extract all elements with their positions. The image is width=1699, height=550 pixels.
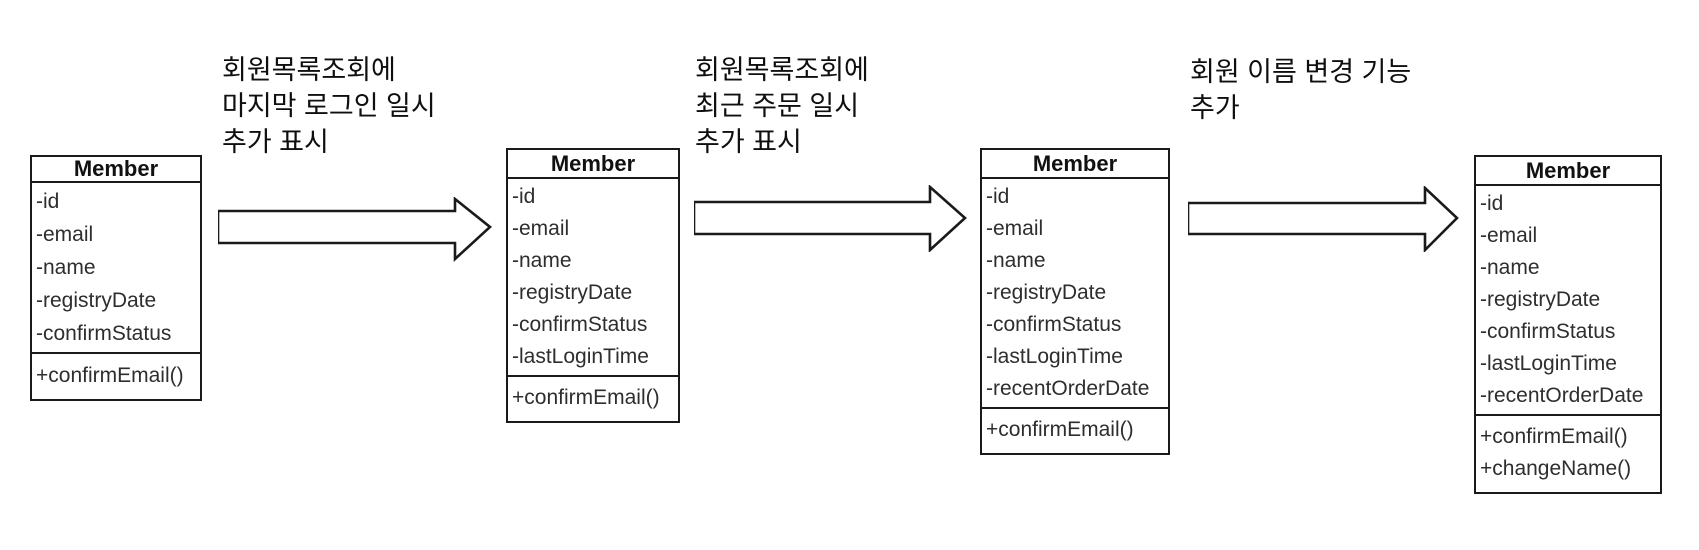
method-row: +confirmEmail() [1480, 425, 1628, 448]
attribute-row: -registryDate [986, 281, 1107, 304]
methods-section: +confirmEmail() [982, 409, 1168, 453]
attribute-row: -confirmStatus [1480, 320, 1616, 343]
attribute-row: -id [512, 185, 536, 208]
annotation-line: 회원 이름 변경 기능 [1190, 57, 1412, 87]
annotation-line: 회원목록조회에 [695, 55, 869, 85]
method-row: +confirmEmail() [36, 364, 184, 387]
attributes-section: -id -email -name -registryDate -confirmS… [982, 179, 1168, 409]
attribute-row: -name [512, 249, 572, 272]
attribute-row: -confirmStatus [36, 322, 172, 345]
attributes-section: -id -email -name -registryDate -confirmS… [32, 183, 200, 354]
attribute-row: -email [986, 217, 1044, 240]
arrow-right-icon [218, 197, 493, 262]
class-box-member-4: Member -id -email -name -registryDate -c… [1474, 155, 1662, 494]
annotation-line: 회원목록조회에 [222, 55, 396, 85]
methods-section: +confirmEmail() [32, 354, 200, 399]
attribute-row: -email [36, 223, 94, 246]
annotation-change-name: 회원 이름 변경 기능 추가 [1190, 54, 1411, 126]
attribute-row: -email [512, 217, 570, 240]
annotation-recent-order: 회원목록조회에 최근 주문 일시 추가 표시 [695, 52, 869, 160]
attribute-row: -id [1480, 192, 1504, 215]
arrow-right-icon [1188, 186, 1460, 252]
attribute-row: -email [1480, 224, 1538, 247]
attribute-row: -confirmStatus [986, 313, 1122, 336]
attribute-row: -recentOrderDate [1480, 384, 1644, 407]
attribute-row: -registryDate [512, 281, 633, 304]
attribute-row: -recentOrderDate [986, 377, 1150, 400]
class-box-member-1: Member -id -email -name -registryDate -c… [30, 155, 202, 401]
method-row: +confirmEmail() [986, 418, 1134, 441]
class-box-member-3: Member -id -email -name -registryDate -c… [980, 148, 1170, 455]
attribute-row: -id [986, 185, 1010, 208]
arrow-right-icon [694, 185, 968, 252]
annotation-line: 추가 표시 [695, 127, 802, 157]
methods-section: +confirmEmail() +changeName() [1476, 416, 1660, 492]
class-box-member-2: Member -id -email -name -registryDate -c… [506, 148, 680, 423]
attribute-row: -lastLoginTime [1480, 352, 1617, 375]
attribute-row: -registryDate [1480, 288, 1601, 311]
attribute-row: -name [36, 256, 96, 279]
class-title: Member [508, 150, 678, 179]
method-row: +changeName() [1480, 457, 1632, 480]
attribute-row: -confirmStatus [512, 313, 648, 336]
annotation-line: 추가 표시 [222, 127, 329, 157]
methods-section: +confirmEmail() [508, 377, 678, 421]
method-row: +confirmEmail() [512, 386, 660, 409]
annotation-line: 마지막 로그인 일시 [222, 91, 436, 121]
attribute-row: -lastLoginTime [512, 345, 649, 368]
attributes-section: -id -email -name -registryDate -confirmS… [508, 179, 678, 377]
class-title: Member [1476, 157, 1660, 186]
annotation-last-login: 회원목록조회에 마지막 로그인 일시 추가 표시 [222, 52, 436, 160]
class-title: Member [32, 157, 200, 183]
attribute-row: -registryDate [36, 289, 157, 312]
attribute-row: -id [36, 190, 60, 213]
attribute-row: -name [986, 249, 1046, 272]
attribute-row: -name [1480, 256, 1540, 279]
annotation-line: 추가 [1190, 93, 1240, 123]
attribute-row: -lastLoginTime [986, 345, 1123, 368]
attributes-section: -id -email -name -registryDate -confirmS… [1476, 186, 1660, 416]
annotation-line: 최근 주문 일시 [695, 91, 860, 121]
class-title: Member [982, 150, 1168, 179]
